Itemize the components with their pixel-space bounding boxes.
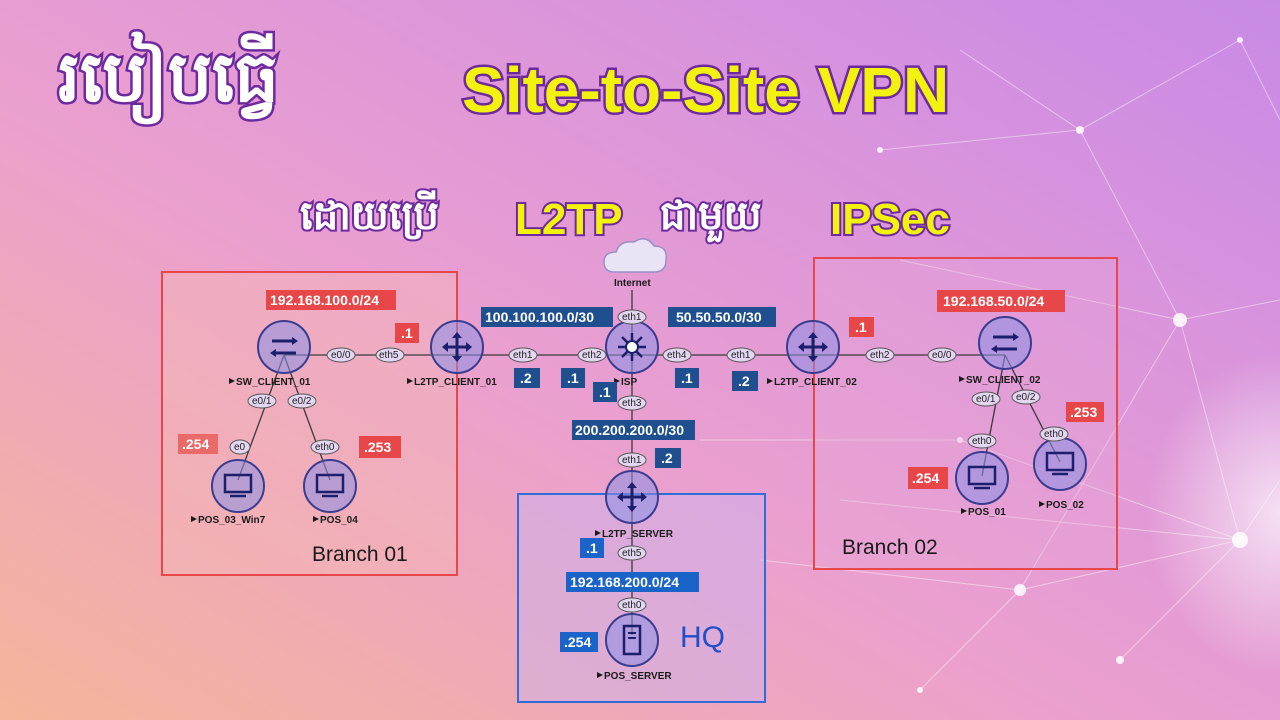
octet-label: .1 — [567, 370, 579, 386]
iface-label: eth0 — [315, 442, 335, 453]
iface-label: eth1 — [513, 350, 533, 361]
network-badge-hq — [566, 572, 699, 592]
iface-label: eth1 — [731, 350, 751, 361]
octet-label: .254 — [912, 470, 939, 486]
iface-label: e0/2 — [292, 396, 312, 407]
octet-badge — [580, 538, 604, 558]
network-label-branch02: 192.168.50.0/24 — [943, 293, 1044, 309]
iface-label: eth5 — [622, 548, 642, 559]
node-label-pos-01: POS_01 — [968, 507, 1006, 518]
octet-badge — [561, 368, 585, 388]
octet-badge — [908, 467, 948, 489]
interface-ovals — [229, 309, 1069, 613]
router-icon[interactable] — [785, 319, 841, 375]
network-label-branch01: 192.168.100.0/24 — [270, 292, 379, 308]
node-label-sw-client-02: SW_CLIENT_02 — [966, 375, 1041, 386]
title-english: Site-to-Site VPN — [459, 54, 951, 126]
node-label-pos-03-win7: POS_03_Win7 — [198, 515, 266, 526]
hq-zone-box — [517, 493, 766, 703]
iface-label: e0 — [234, 442, 246, 453]
title-khmer: របៀបធ្វើ — [56, 36, 282, 118]
iface-label: eth5 — [379, 350, 399, 361]
octet-badge — [849, 317, 874, 337]
server-icon[interactable] — [604, 612, 660, 668]
iface-label: eth2 — [870, 350, 890, 361]
octet-label: .2 — [661, 450, 673, 466]
octet-label: .1 — [586, 540, 598, 556]
octet-badge — [560, 632, 598, 652]
octet-badge — [359, 436, 401, 458]
network-badge-branch02 — [937, 290, 1065, 312]
iface-label: eth1 — [622, 455, 642, 466]
node-label-sw-client-01: SW_CLIENT_01 — [236, 377, 311, 388]
iface-label: e0/1 — [976, 394, 996, 405]
router-icon[interactable] — [429, 319, 485, 375]
octet-label: .1 — [681, 370, 693, 386]
isp-router-icon[interactable] — [604, 319, 660, 375]
network-mesh-nodes — [877, 37, 1248, 693]
subtitle-khmer-prefix: ដោយប្រើ — [298, 193, 441, 239]
iface-label: e0/0 — [932, 350, 952, 361]
octet-badge — [1066, 402, 1104, 422]
node-label-pos-02: POS_02 — [1046, 500, 1084, 511]
octet-label: .2 — [738, 373, 750, 389]
zone-label-branch02: Branch 02 — [842, 536, 938, 559]
octet-label: .254 — [564, 634, 591, 650]
subtitle-security: IPSec — [828, 195, 952, 244]
iface-label: eth2 — [582, 350, 602, 361]
node-label-pos-server: POS_SERVER — [604, 671, 672, 682]
switch-icon[interactable] — [977, 315, 1033, 371]
octet-badge — [732, 371, 758, 391]
iface-label: eth1 — [622, 312, 642, 323]
octet-label: .254 — [182, 436, 209, 452]
network-label-hq: 192.168.200.0/24 — [570, 574, 679, 590]
octet-badge — [514, 368, 540, 388]
iface-label: eth0 — [1044, 429, 1064, 440]
switch-icon[interactable] — [256, 319, 312, 375]
iface-label: e0/1 — [252, 396, 272, 407]
network-badge-isp-left — [481, 307, 613, 327]
subtitle-khmer-with: ជាមួយ — [658, 193, 764, 239]
iface-label: eth0 — [622, 600, 642, 611]
internet-label: Internet — [614, 278, 651, 289]
octet-label: .1 — [855, 319, 867, 335]
octet-badge — [593, 382, 617, 402]
octet-badge — [395, 323, 419, 343]
subtitle-protocol: L2TP — [513, 195, 625, 244]
octet-label: .253 — [1070, 404, 1097, 420]
router-icon[interactable] — [604, 469, 660, 525]
pc-icon[interactable] — [210, 458, 266, 514]
pc-icon[interactable] — [302, 458, 358, 514]
iface-label: eth4 — [667, 350, 687, 361]
iface-label: e0/0 — [331, 350, 351, 361]
octet-label: .253 — [364, 439, 391, 455]
node-label-pos-04: POS_04 — [320, 515, 358, 526]
octet-badge — [655, 448, 681, 468]
pc-icon[interactable] — [954, 450, 1010, 506]
octet-label: .1 — [599, 384, 611, 400]
network-badge-isp-down — [572, 420, 695, 440]
network-badge-branch01 — [266, 290, 396, 310]
iface-label: eth0 — [972, 436, 992, 447]
network-label-isp-down: 200.200.200.0/30 — [575, 422, 684, 438]
zone-label-hq: HQ — [680, 621, 725, 654]
iface-label: eth3 — [622, 398, 642, 409]
octet-label: .2 — [520, 370, 532, 386]
octet-label: .1 — [401, 325, 413, 341]
node-label-isp: ISP — [621, 377, 637, 388]
network-mesh-decoration — [700, 39, 1280, 691]
node-label-l2tp-client-01: L2TP_CLIENT_01 — [414, 377, 497, 388]
zone-label-branch01: Branch 01 — [312, 543, 408, 566]
pc-icon[interactable] — [1032, 436, 1088, 492]
internet-cloud-icon — [603, 238, 667, 273]
octet-badge — [178, 434, 218, 454]
network-label-isp-left: 100.100.100.0/30 — [485, 309, 594, 325]
iface-label: e0/2 — [1016, 392, 1036, 403]
octet-badge — [675, 368, 699, 388]
node-label-l2tp-server: L2TP_SERVER — [602, 529, 674, 540]
network-label-isp-right: 50.50.50.0/30 — [676, 309, 762, 325]
node-label-l2tp-client-02: L2TP_CLIENT_02 — [774, 377, 857, 388]
network-badge-isp-right — [668, 307, 776, 327]
